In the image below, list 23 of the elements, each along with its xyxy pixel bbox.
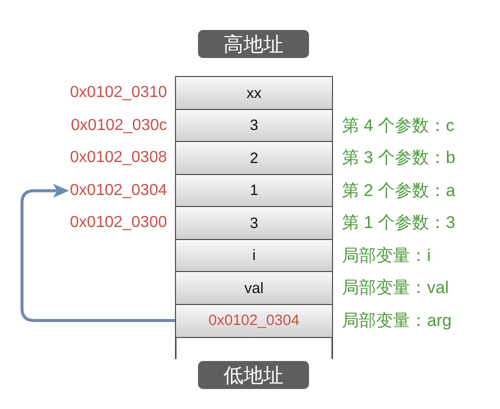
slot-note: 第 3 个参数：b (342, 148, 456, 168)
slot-note: 局部变量：arg (342, 310, 452, 331)
stack-cell: xx (175, 76, 333, 110)
stack-cell: 0x0102_0304 (175, 304, 333, 338)
address-tag: 低地址 (198, 361, 309, 389)
slot-note: 局部变量：val (342, 278, 449, 298)
address-label: 0x0102_0304 (70, 180, 167, 201)
address-label: 0x0102_0308 (70, 148, 167, 168)
address-label: 0x0102_0300 (70, 213, 167, 234)
stack-cell: i (175, 238, 333, 272)
address-label: 0x0102_030c (70, 116, 167, 136)
stack-cell: 3 (175, 108, 333, 142)
slot-note: 局部变量：i (342, 246, 431, 266)
stack-cell: 3 (175, 206, 333, 240)
address-tag: 高地址 (198, 30, 309, 58)
stack-cell: 1 (175, 174, 333, 208)
slot-note: 第 1 个参数：3 (342, 213, 456, 234)
slot-note: 第 4 个参数：c (342, 116, 454, 136)
stack-cell: val (175, 271, 333, 305)
address-label: 0x0102_0310 (70, 83, 167, 104)
arrow (20, 184, 175, 322)
stack-cell: 2 (175, 141, 333, 175)
slot-note: 第 2 个参数：a (342, 180, 456, 201)
